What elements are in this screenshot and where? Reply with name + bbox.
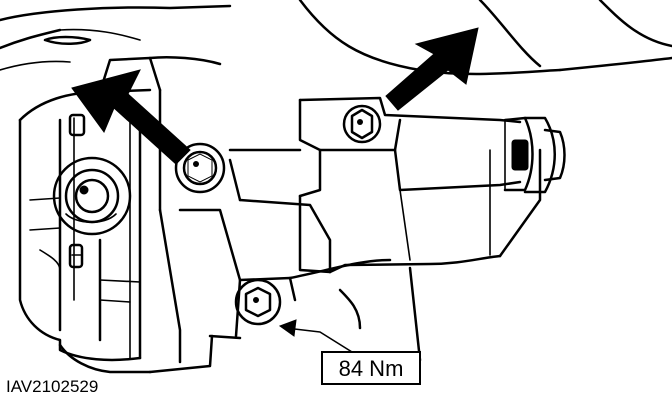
bearing-port: [52, 156, 132, 236]
callout-arrows: [71, 27, 479, 165]
figure-id: IAV2102529: [6, 377, 98, 396]
background-casting: [0, 0, 672, 76]
arrow-to-upper-right-bolt: [385, 27, 479, 111]
end-fitting: [503, 116, 566, 194]
torque-leader: [278, 319, 353, 353]
bolt-upper-right: [342, 104, 382, 144]
arrow-to-upper-left-bolt: [71, 69, 191, 165]
gearbox-housing: [18, 56, 222, 374]
bolt-upper-left: [174, 142, 226, 194]
housing-bolts: [68, 113, 86, 269]
bolt-lower: [234, 278, 282, 326]
torque-label: 84 Nm: [339, 356, 404, 381]
mounting-bracket: [178, 208, 422, 362]
slave-cylinder: [228, 96, 542, 274]
torque-callout: 84 Nm: [321, 351, 421, 385]
